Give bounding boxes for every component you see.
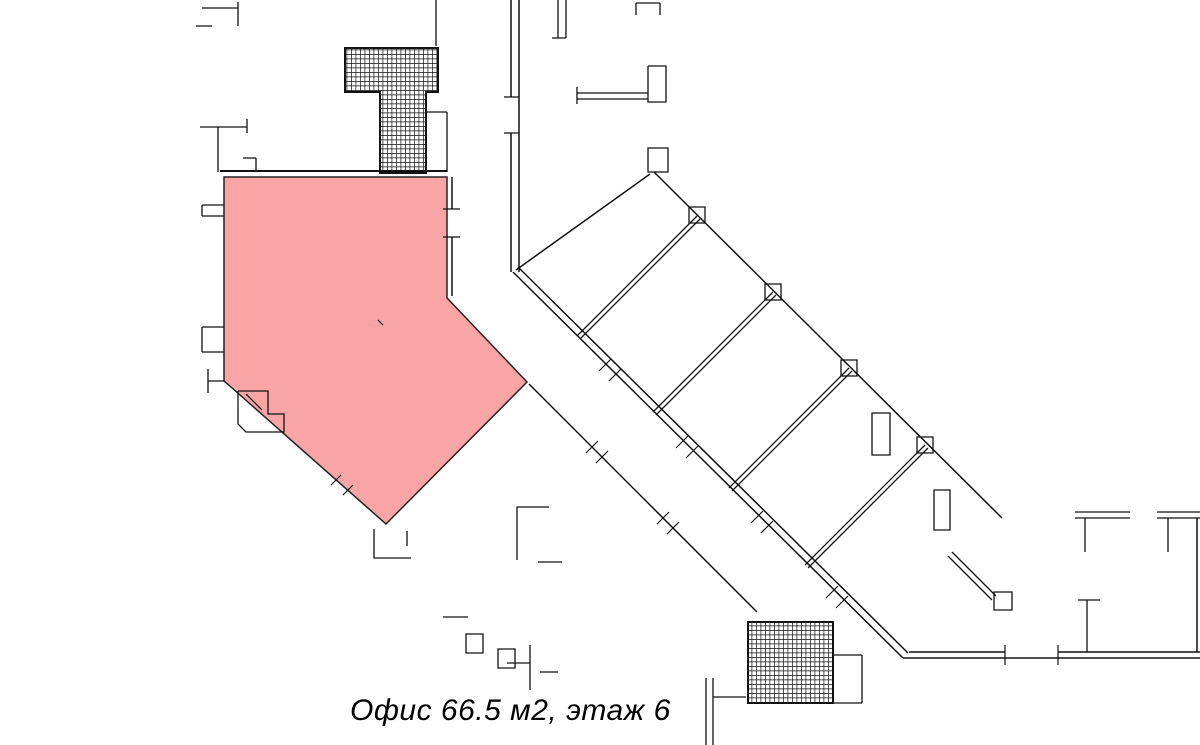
room-divider-walls [576,215,929,569]
wall-lines-main [451,0,1200,659]
stairwell-hatch [344,47,439,174]
junction-blocks [647,147,934,454]
wall-stubs-bottom [443,506,863,745]
wall-stubs-left [196,2,411,559]
office-highlight[interactable] [223,176,529,526]
shaft-hatch [747,621,834,704]
door-ticks [330,96,1059,665]
wall-stubs-top [426,0,667,172]
wall-stubs-right [871,412,1200,652]
caption: Офис 66.5 м2, этаж 6 [350,694,671,727]
